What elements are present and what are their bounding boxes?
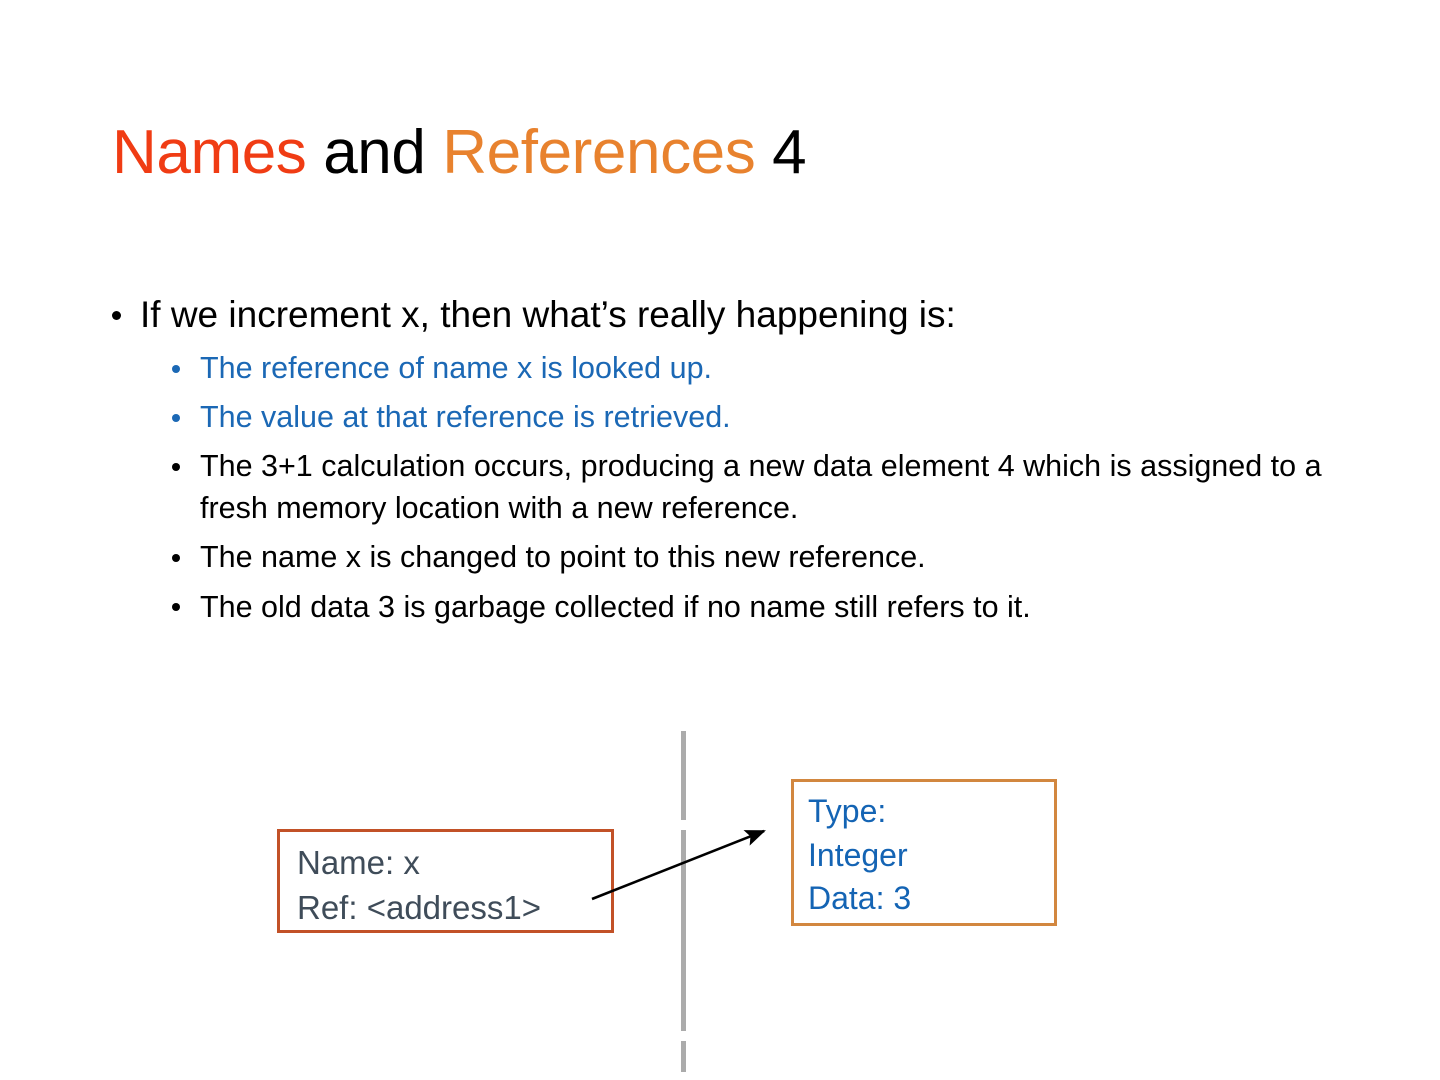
value-box-line-integer: Integer bbox=[808, 836, 908, 873]
bullet-dot-icon bbox=[172, 554, 180, 563]
bullet-dot-icon bbox=[112, 310, 121, 320]
title-word-and: and bbox=[306, 118, 443, 187]
value-box-line-type: Type: bbox=[808, 793, 887, 829]
title-word-number: 4 bbox=[755, 118, 807, 187]
bullet-level2-text: The name x is changed to point to this n… bbox=[200, 540, 926, 575]
bullet-level2-text: The value at that reference is retrieved… bbox=[200, 400, 731, 435]
slide-title: Names and References 4 bbox=[112, 118, 1352, 187]
value-box-line-data: Data: 3 bbox=[808, 880, 912, 917]
bullet-dot-icon bbox=[172, 603, 180, 612]
bullet-level2-text: The 3+1 calculation occurs, producing a … bbox=[200, 449, 1322, 526]
bullet-dot-icon bbox=[172, 413, 180, 422]
name-box-line-ref: Ref: <address1> bbox=[297, 888, 541, 926]
bullet-dot-icon bbox=[172, 364, 180, 373]
bullet-level2-calculation: The 3+1 calculation occurs, producing a … bbox=[170, 445, 1368, 529]
bullet-sublist: The reference of name x is looked up. Th… bbox=[108, 347, 1368, 627]
bullet-level2-name-rebound: The name x is changed to point to this n… bbox=[170, 536, 1368, 578]
bullet-level2-value-retrieved: The value at that reference is retrieved… bbox=[170, 396, 1368, 438]
title-word-references: References bbox=[442, 118, 756, 187]
bullet-dot-icon bbox=[172, 462, 180, 471]
title-word-names: Names bbox=[112, 118, 307, 187]
bullet-level2-text: The reference of name x is looked up. bbox=[200, 351, 713, 386]
value-box: Type: Integer Data: 3 bbox=[791, 779, 1057, 926]
bullet-level1-text: If we increment x, then what’s really ha… bbox=[140, 294, 956, 335]
bullet-level2-reference-lookup: The reference of name x is looked up. bbox=[170, 347, 1368, 389]
name-box: Name: x Ref: <address1> bbox=[277, 829, 614, 933]
bullet-level2-text: The old data 3 is garbage collected if n… bbox=[200, 589, 1031, 624]
divider-gap bbox=[681, 1031, 686, 1041]
bullet-level2-garbage-collected: The old data 3 is garbage collected if n… bbox=[170, 586, 1368, 628]
bullet-level1: If we increment x, then what’s really ha… bbox=[108, 292, 1368, 337]
diagram-divider-line bbox=[681, 731, 686, 1072]
name-box-line-name: Name: x bbox=[297, 844, 420, 881]
slide-body: If we increment x, then what’s really ha… bbox=[108, 292, 1368, 635]
divider-gap bbox=[681, 820, 686, 830]
